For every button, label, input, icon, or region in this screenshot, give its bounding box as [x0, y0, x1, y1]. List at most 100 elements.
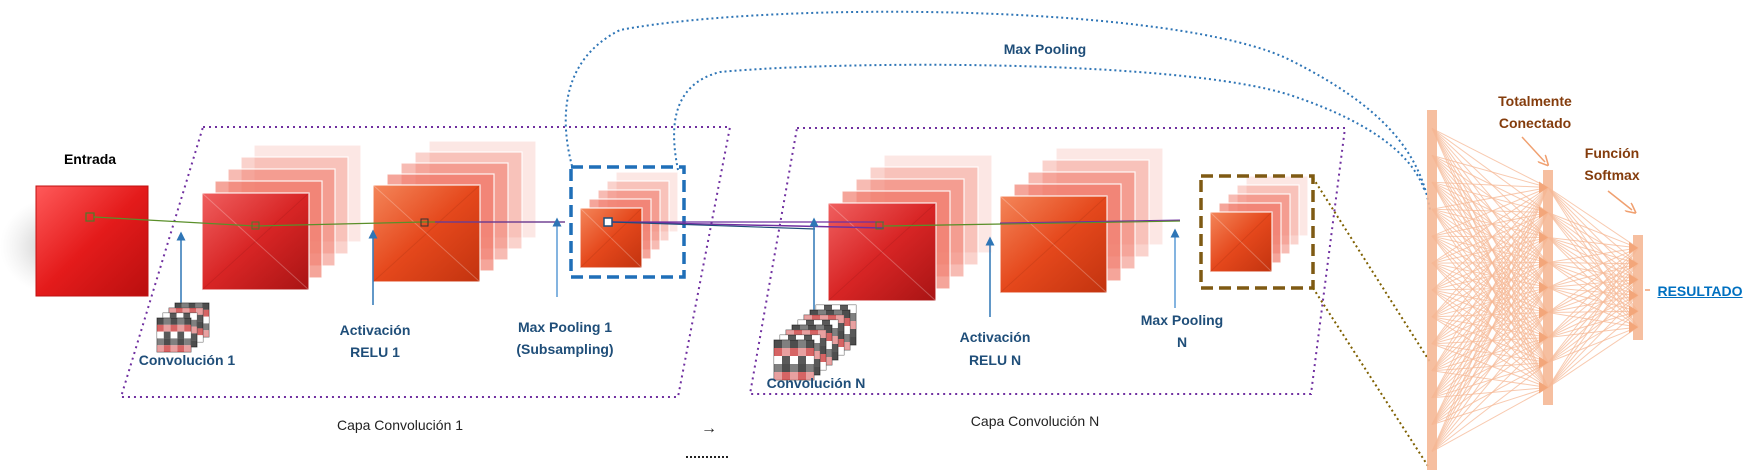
fc-node	[1539, 206, 1548, 219]
fc-edge	[1547, 237, 1639, 249]
convN-kernel-cell	[774, 356, 782, 364]
fc-edge	[1431, 312, 1549, 425]
fc-edge	[1431, 208, 1549, 313]
fc-edge	[1431, 316, 1549, 363]
softmax-label-line1: Función	[1584, 145, 1640, 161]
fc-node	[1629, 241, 1638, 254]
fc-edge	[1431, 337, 1549, 345]
fc-edge	[1431, 212, 1549, 264]
conv1-kernel-cell	[190, 326, 197, 334]
convN-label: Convolución N	[766, 375, 866, 391]
fc-edge	[1431, 155, 1549, 263]
convN-kernel-cell	[836, 315, 844, 323]
fc-edge	[1431, 235, 1549, 313]
fc-edge	[1431, 289, 1549, 313]
stage-arrows	[176, 217, 1180, 317]
fc-edge	[1431, 187, 1549, 345]
fc-edge	[1547, 237, 1639, 265]
conv1-feature-maps	[201, 144, 362, 291]
fc-edge	[1431, 237, 1549, 318]
fc-node	[1539, 381, 1548, 394]
pool1-feature-maps	[579, 171, 679, 269]
convN-kernel-cell	[798, 320, 806, 328]
poolN-label-line1: Max Pooling	[1140, 312, 1224, 328]
convN-kernel-cell	[790, 372, 798, 380]
convN-kernel-cell	[818, 338, 826, 346]
skip-connections	[564, 10, 1431, 467]
convN-kernel-cell	[812, 367, 820, 375]
fc-edge	[1431, 181, 1549, 263]
convN-kernel-cell	[824, 305, 832, 313]
reluN-label-line1: Activación	[959, 329, 1031, 345]
fc-edge	[1547, 247, 1639, 363]
convN-kernel-cell	[822, 320, 830, 328]
fc-edge	[1431, 316, 1549, 338]
fc-edge	[1431, 187, 1549, 291]
fc-edge	[1431, 181, 1549, 238]
fc-edge	[1431, 316, 1549, 388]
convN-kernel-cell	[806, 372, 814, 380]
convN-kernel-cell	[828, 315, 836, 323]
fc-edge	[1547, 287, 1639, 296]
convN-kernel-cell	[782, 340, 790, 348]
conv1-kernel-cell	[195, 303, 203, 310]
conv1-kernel-cell	[190, 340, 197, 347]
fc-layer-3	[1633, 235, 1643, 340]
convN-kernel-cell	[802, 330, 810, 338]
convN-kernel-cell	[848, 321, 856, 329]
relu1-map	[372, 184, 481, 283]
conv1-kernel-cell	[163, 318, 171, 325]
fc-edge	[1547, 263, 1639, 388]
fc-edge	[1431, 235, 1549, 338]
result-link[interactable]: RESULTADO	[1657, 283, 1743, 299]
fc-edge	[1431, 312, 1549, 399]
fc-edge	[1431, 312, 1549, 345]
convN-kernel-cell	[782, 372, 790, 380]
fc-edge	[1547, 212, 1639, 249]
conv1-kernel-cell	[157, 331, 164, 339]
convN-kernel-cell	[810, 310, 818, 318]
convN-kernel-cell	[830, 336, 838, 344]
convN-kernel-cell	[798, 364, 806, 372]
fc-edge	[1431, 289, 1549, 338]
conv1-kernel-cell	[196, 335, 203, 342]
fc-edge	[1431, 337, 1549, 399]
fc-edge	[1431, 235, 1549, 363]
convN-kernel-cell	[790, 340, 798, 348]
convN-kernel-cell	[812, 315, 820, 323]
convN-kernel-cell	[804, 335, 812, 343]
fc-edge	[1547, 187, 1639, 249]
convN-kernel-cell	[840, 305, 848, 313]
convN-kernel-cell	[848, 337, 856, 345]
softmax-label-line2: Softmax	[1584, 167, 1640, 183]
conv1-kernel-cell	[177, 345, 185, 352]
fc-edge	[1547, 187, 1639, 280]
convN-kernel-cell	[842, 326, 850, 334]
conv1-kernel-cell	[170, 318, 178, 325]
fc-edge	[1431, 262, 1549, 363]
fc-edge	[1547, 279, 1639, 338]
fc-edge	[1431, 154, 1549, 238]
convN-kernel-cell	[826, 310, 834, 318]
conv1-bevel	[201, 192, 310, 291]
fc-edge	[1547, 326, 1639, 388]
fc-edge	[1547, 187, 1639, 296]
convN-kernel-cell	[790, 348, 798, 356]
poolN-label-line2: N	[1176, 334, 1188, 350]
fc-edge	[1431, 182, 1549, 388]
convN-kernel-cell	[824, 333, 832, 341]
fc-label-line1: Totalmente	[1498, 93, 1572, 109]
convN-kernel-cell	[808, 325, 816, 333]
fc-node	[1629, 305, 1638, 318]
fc-edge	[1547, 279, 1639, 388]
fc-edge	[1431, 262, 1549, 338]
pool1-label-line2: (Subsampling)	[516, 341, 614, 357]
relu1-feature-maps	[372, 140, 537, 283]
convN-kernel-cell	[818, 330, 826, 338]
convN-kernel-cell	[824, 325, 832, 333]
convN-kernel-cell	[792, 325, 800, 333]
convN-kernel-cell	[794, 330, 802, 338]
fc-edge	[1547, 247, 1639, 263]
fc-edge	[1431, 362, 1549, 372]
